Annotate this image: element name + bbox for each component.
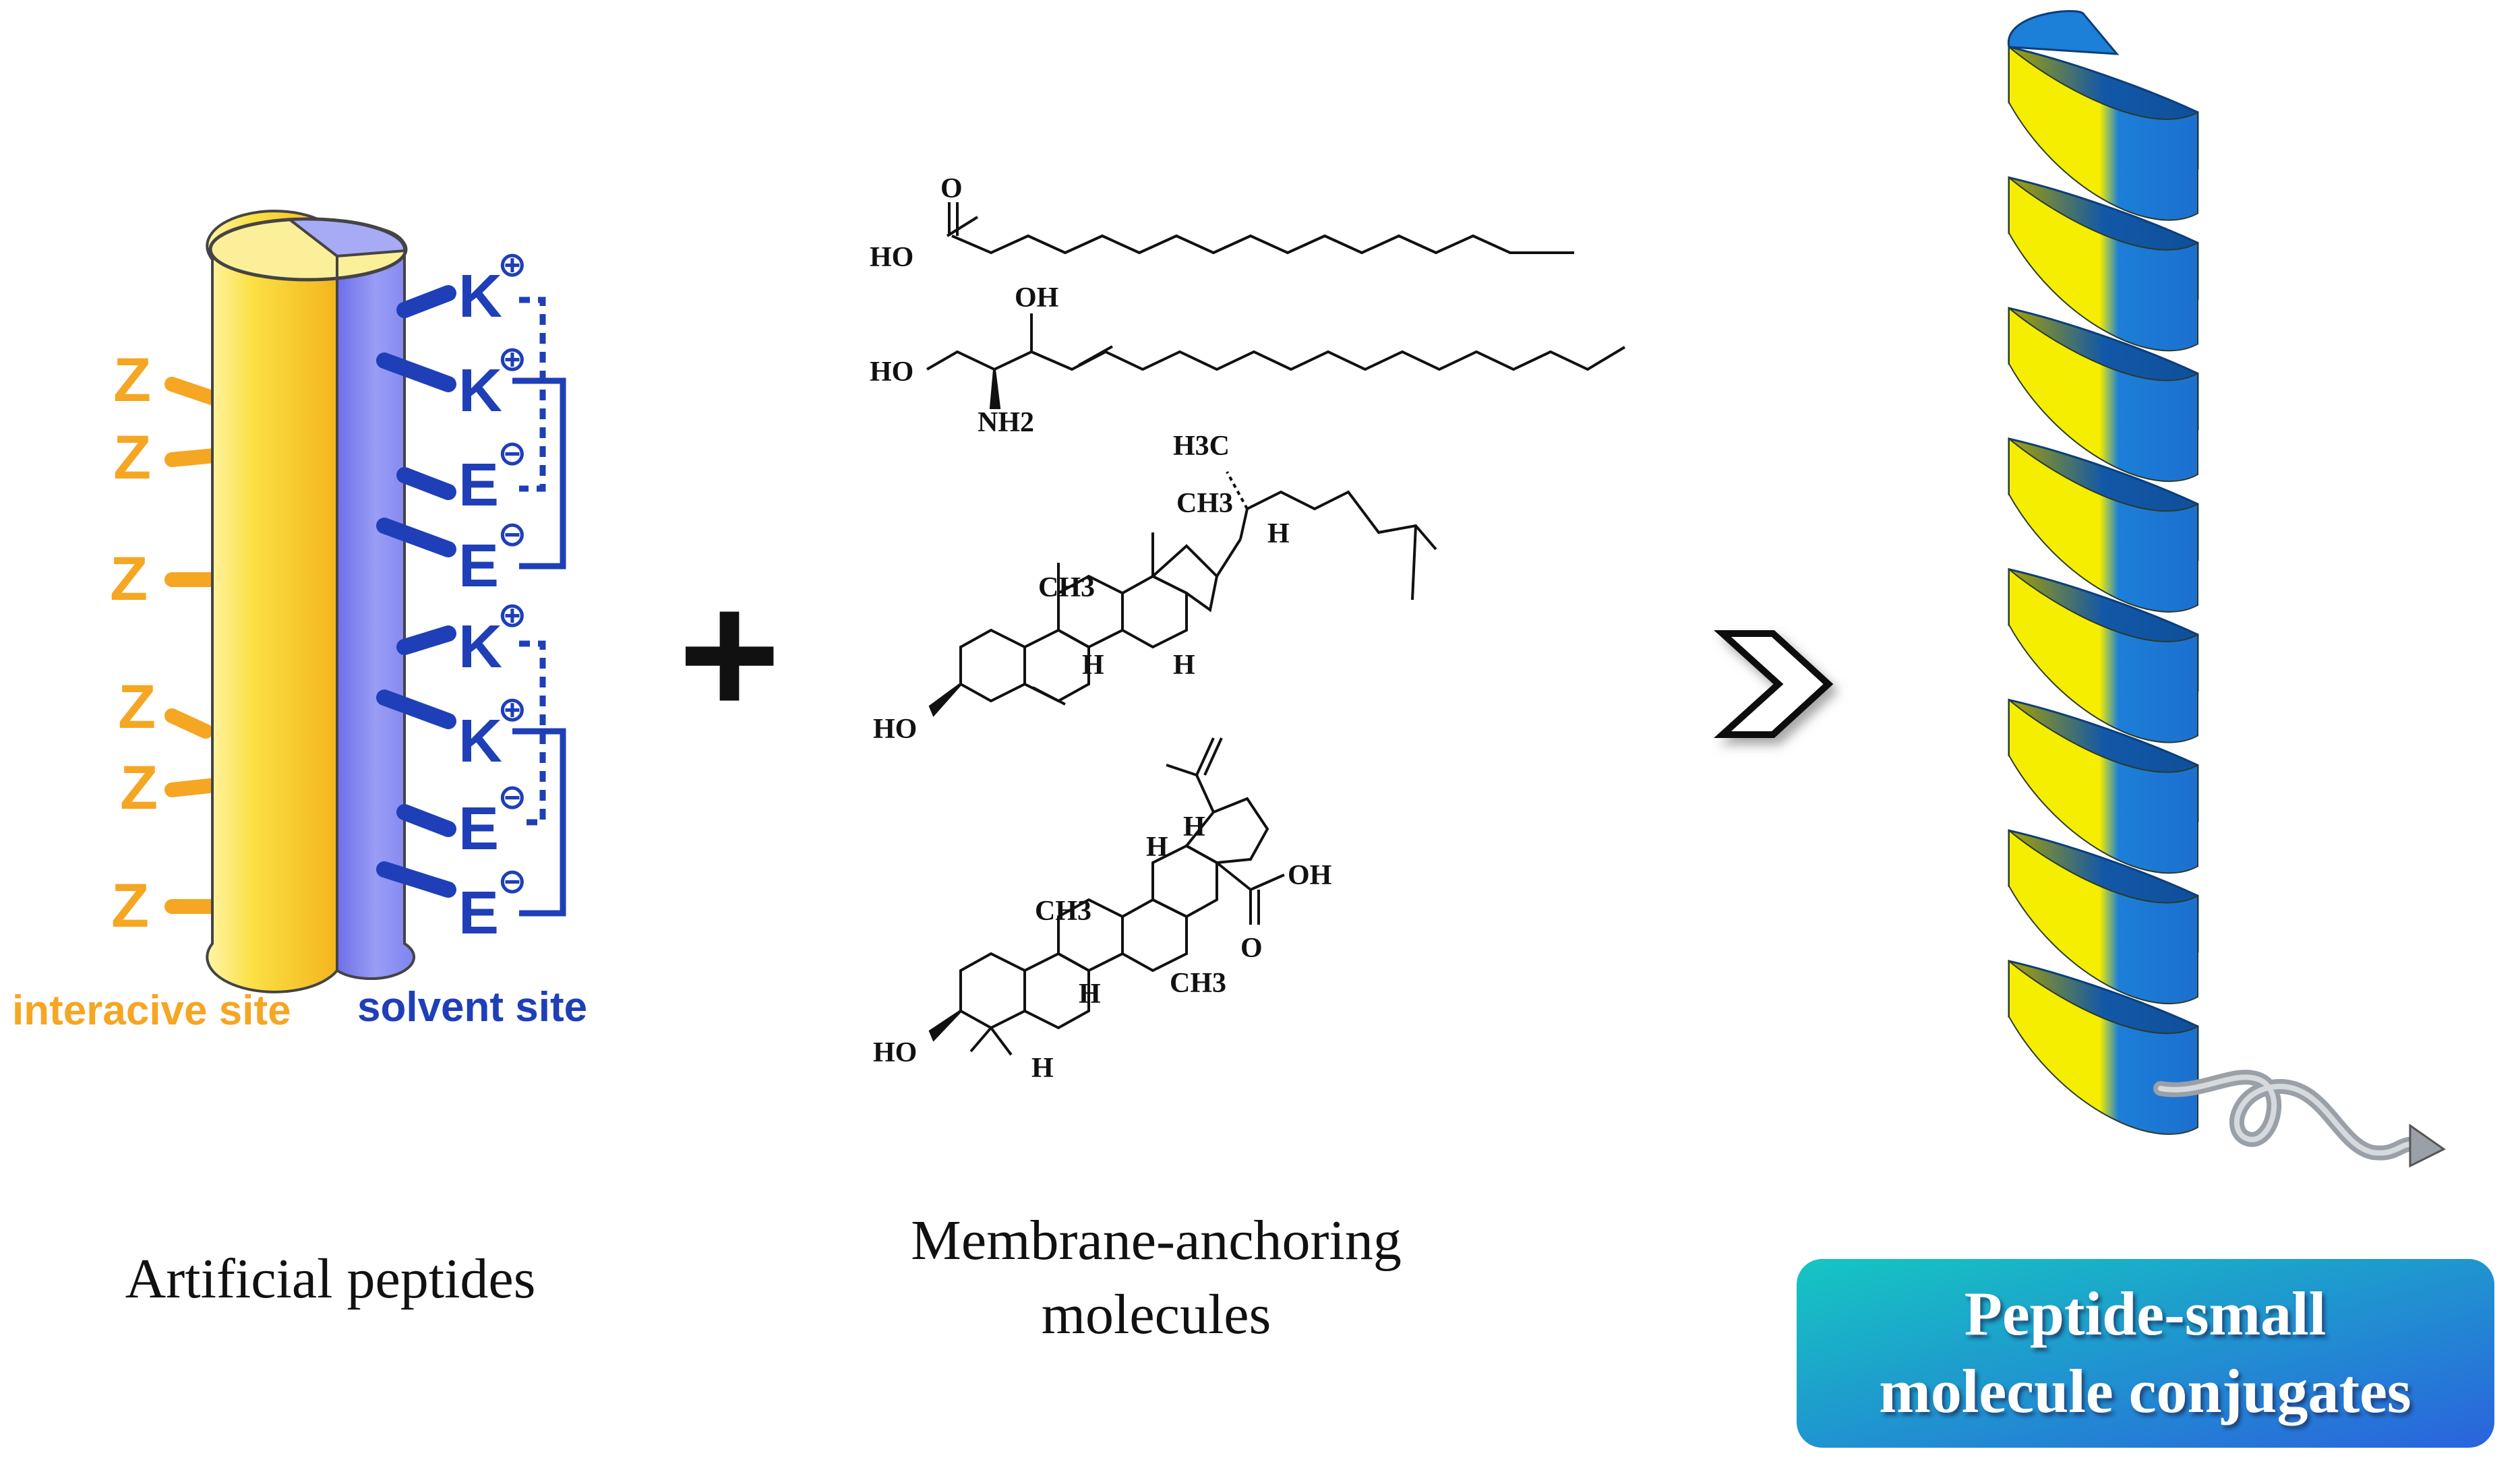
artificial-peptides-caption: Artificial peptides (125, 1248, 536, 1310)
residue-stick (376, 861, 456, 898)
charge-symbol: ⊕ (498, 690, 527, 729)
residue-stick (396, 625, 456, 655)
z-label: Z (120, 754, 158, 822)
atom-label-ho: HO (870, 357, 913, 388)
atom-label-h: H (1173, 650, 1195, 681)
atom-label-h: H (1267, 518, 1290, 549)
atom-label-oh: OH (1015, 282, 1058, 313)
charge-symbol: ⊖ (498, 862, 527, 901)
helix-tip (2008, 10, 2120, 55)
plus-sign: + (678, 557, 781, 752)
residue-letter: K (458, 263, 502, 330)
atom-label-ch3: CH3 (1038, 572, 1095, 603)
helix-cylinder (206, 210, 415, 993)
membrane-anchoring-molecules: O HO OH HO NH2 H3C CH3 H CH3 H H HO H H … (870, 173, 1626, 1346)
molecules-caption-line1: Membrane-anchoring (911, 1209, 1402, 1272)
charge-symbol: ⊕ (498, 340, 527, 379)
interactive-site-label: interacive site (12, 987, 291, 1034)
z-label: Z (113, 346, 151, 414)
interactive-side-chains (164, 377, 253, 914)
conjugate-label-line1: Peptide-small (1964, 1279, 2327, 1348)
sphingosine-structure (926, 313, 1626, 409)
residue-stick (396, 804, 456, 837)
residue-stick (376, 352, 456, 392)
salt-bridges (512, 297, 566, 917)
atom-label-h: H (1082, 650, 1104, 681)
z-label: Z (110, 545, 148, 613)
residue-stick (396, 467, 456, 500)
charge-symbol: ⊕ (498, 245, 527, 284)
z-stick (164, 708, 213, 739)
helix-front-strand (2008, 307, 2198, 482)
fatty-acid-structure (946, 202, 1574, 255)
residue-stick (376, 518, 456, 557)
atom-label-h: H (1079, 979, 1101, 1010)
atom-label-nh2: NH2 (978, 407, 1034, 438)
atom-label-o: O (940, 173, 963, 204)
residue-letter: E (458, 880, 499, 947)
helix-front-strand (2008, 567, 2198, 743)
z-label: Z (111, 871, 149, 940)
artificial-peptide-diagram: Z Z Z Z Z Z K K E (12, 210, 587, 1310)
solvent-side-chains (376, 285, 456, 898)
charge-symbol: ⊕ (498, 596, 527, 635)
betulinic-acid-structure (928, 737, 1285, 1056)
atom-label-h3c: H3C (1173, 431, 1230, 462)
residue-letter: E (458, 532, 499, 600)
z-label: Z (113, 423, 151, 492)
svg-text:+: + (678, 557, 781, 752)
charge-symbol: ⊖ (498, 434, 527, 473)
atom-label-h: H (1183, 811, 1205, 842)
helix-front-strand (2008, 829, 2198, 1004)
atom-label-ho: HO (870, 242, 913, 273)
z-stick (164, 377, 223, 406)
atom-label-ch3: CH3 (1176, 488, 1233, 519)
atom-label-o: O (1240, 933, 1263, 964)
alpha-helix-ribbon (2008, 10, 2199, 1135)
solvent-site-label: solvent site (357, 984, 587, 1031)
helix-front-strand (2008, 959, 2198, 1135)
atom-label-ch3: CH3 (1035, 896, 1091, 927)
residue-letter: K (458, 708, 502, 775)
helix-front-strand (2008, 45, 2198, 221)
charge-symbol: ⊖ (498, 778, 527, 817)
residue-letter: E (458, 452, 499, 519)
residue-letter: E (458, 795, 499, 863)
helix-front-strand (2008, 698, 2198, 874)
atom-label-ch3: CH3 (1170, 968, 1226, 999)
helix-front-strand (2008, 176, 2198, 352)
residue-letter: K (458, 357, 502, 425)
cholesterol-structure (928, 471, 1437, 717)
charge-symbol: ⊖ (498, 515, 527, 554)
atom-label-ho: HO (873, 1037, 917, 1068)
helix-tail-loop (2153, 1070, 2446, 1168)
residue-stick (376, 689, 456, 729)
atom-label-ho: HO (873, 714, 917, 745)
molecules-caption-line2: molecules (1042, 1283, 1271, 1346)
conjugate-label-box: Peptide-small molecule conjugates (1797, 1259, 2494, 1448)
atom-label-h: H (1031, 1053, 1054, 1084)
atom-label-oh: OH (1288, 860, 1331, 891)
residue-stick (396, 285, 456, 318)
residue-letter: K (458, 613, 502, 681)
z-label: Z (118, 673, 156, 741)
conjugate-label-line2: molecule conjugates (1879, 1357, 2411, 1425)
chevron-arrow-icon (1714, 630, 1834, 738)
helix-front-strand (2008, 437, 2198, 613)
atom-label-h: H (1146, 832, 1168, 863)
